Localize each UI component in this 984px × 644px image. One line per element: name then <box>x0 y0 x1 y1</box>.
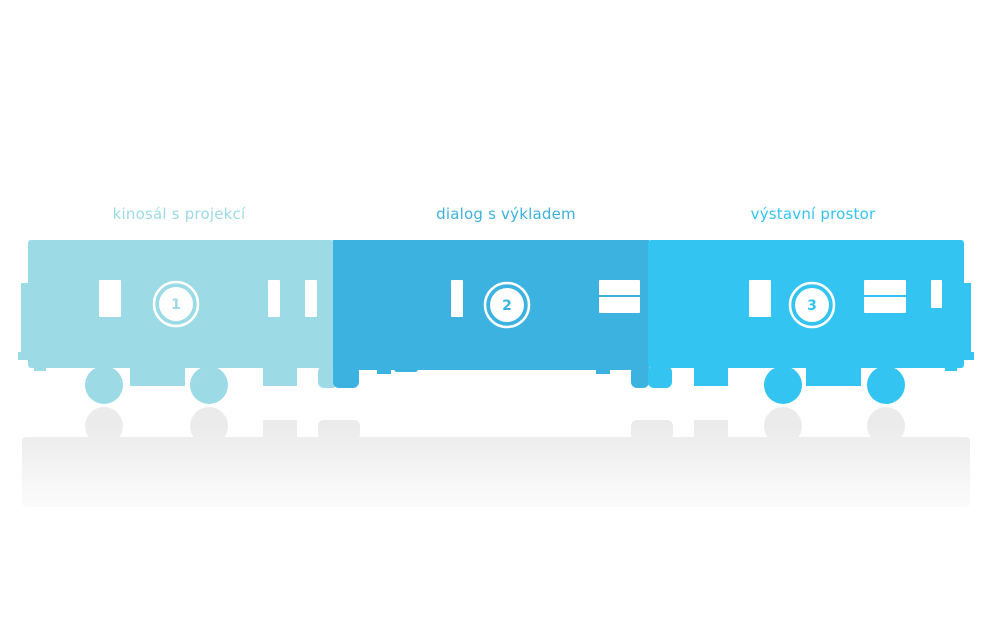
car-2-window-2-divider <box>599 295 640 297</box>
car-3-window-3 <box>931 280 942 308</box>
car-3-badge-inner <box>795 288 829 322</box>
car-1-wheel-2 <box>190 366 228 404</box>
car-1-window-3 <box>305 280 317 317</box>
car-3-wheel-2 <box>867 366 905 404</box>
car-3-label: výstavní prostor <box>750 205 876 223</box>
car-2: 2 <box>333 240 649 388</box>
car-1-number: 1 <box>171 297 181 313</box>
car-1-badge-inner <box>159 287 193 321</box>
car-3: 3 <box>648 240 974 404</box>
car-1-window-2 <box>268 280 280 317</box>
car-1: 1 <box>18 240 338 404</box>
car-2-badge <box>483 281 531 329</box>
car-2-window-1 <box>451 280 463 317</box>
car-3-window-2-divider <box>864 295 906 297</box>
car-1-badge <box>152 280 200 328</box>
car-3-window-1 <box>749 280 771 317</box>
car-2-label: dialog s výkladem <box>436 205 576 223</box>
car-1-window-1 <box>99 280 121 317</box>
car-2-body <box>333 240 649 388</box>
car-3-number: 3 <box>807 298 817 314</box>
car-3-badge <box>788 281 836 329</box>
car-3-wheel-1 <box>764 366 802 404</box>
car-2-number: 2 <box>502 298 512 314</box>
car-1-wheel-1 <box>85 366 123 404</box>
car-1-label: kinosál s projekcí <box>112 205 246 223</box>
car-2-badge-inner <box>490 288 524 322</box>
